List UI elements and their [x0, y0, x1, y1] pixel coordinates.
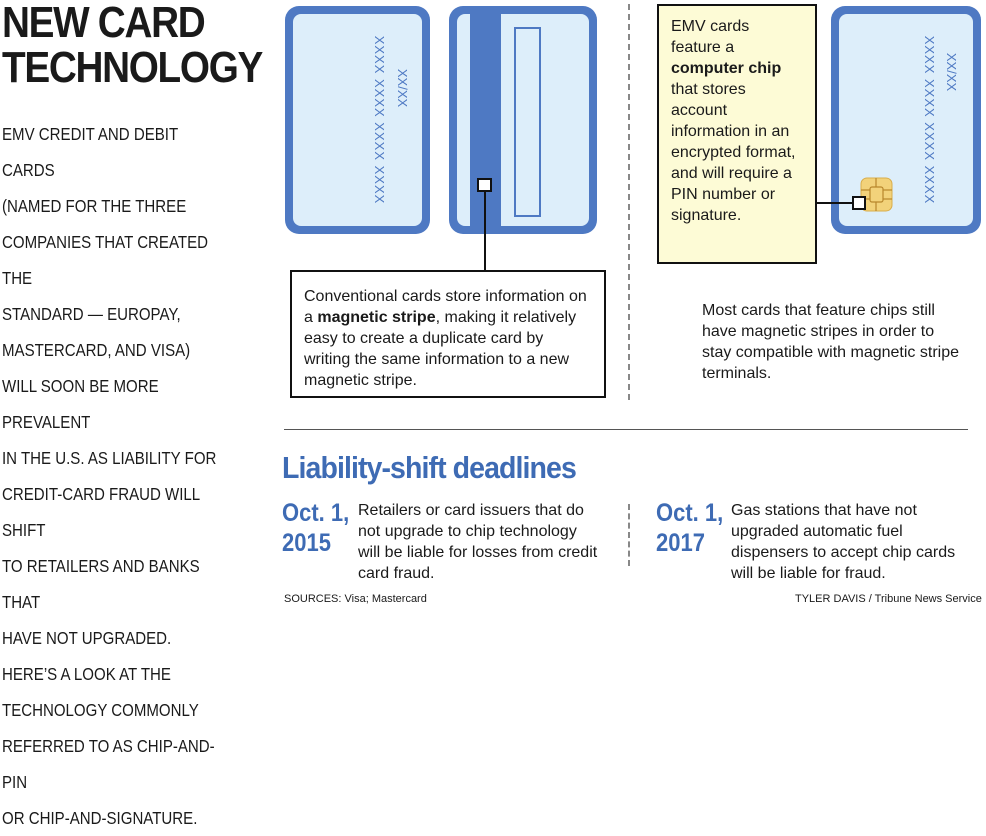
deadline-date-1: Oct. 1, 2015 [282, 499, 350, 557]
deadline-text-1: Retailers or card issuers that do not up… [358, 502, 598, 582]
credit-line: TYLER DAVIS / Tribune News Service [795, 593, 982, 605]
deadline-date-2: Oct. 1, 2017 [656, 499, 724, 557]
chip-card-expiry-text: XX/XX [944, 53, 959, 92]
deadlines-heading: Liability-shift deadlines [282, 450, 577, 485]
sources-note: SOURCES: Visa; Mastercard [284, 593, 427, 605]
chip-icon [860, 177, 893, 212]
divider-rule [284, 429, 968, 430]
chip-note: Most cards that feature chips still have… [702, 302, 959, 382]
card-illustrations: XXXX XXXX XXXX XXXX XX/XX XXXX XXXX XXXX… [285, 6, 981, 272]
card-expiry-text: XX/XX [395, 69, 410, 108]
card-front-chip: XXXX XXXX XXXX XXXX XX/XX [817, 6, 981, 234]
signature-panel [514, 27, 541, 217]
divider-dashed-deadlines [628, 504, 630, 566]
card-number-text: XXXX XXXX XXXX XXXX [372, 36, 387, 205]
chip-card-number-text: XXXX XXXX XXXX XXXX [922, 36, 937, 205]
divider-dashed [628, 4, 630, 400]
card-back-magnetic-stripe [449, 6, 597, 272]
magnetic-stripe-callout: Conventional cards store information on … [290, 270, 606, 398]
deadline-text-2: Gas stations that have not upgraded auto… [731, 502, 956, 582]
card-front-conventional: XXXX XXXX XXXX XXXX XX/XX [285, 6, 430, 234]
chip-marker [852, 196, 866, 210]
computer-chip-callout: EMV cards feature a computer chip that s… [657, 4, 817, 264]
stripe-marker [477, 178, 492, 192]
